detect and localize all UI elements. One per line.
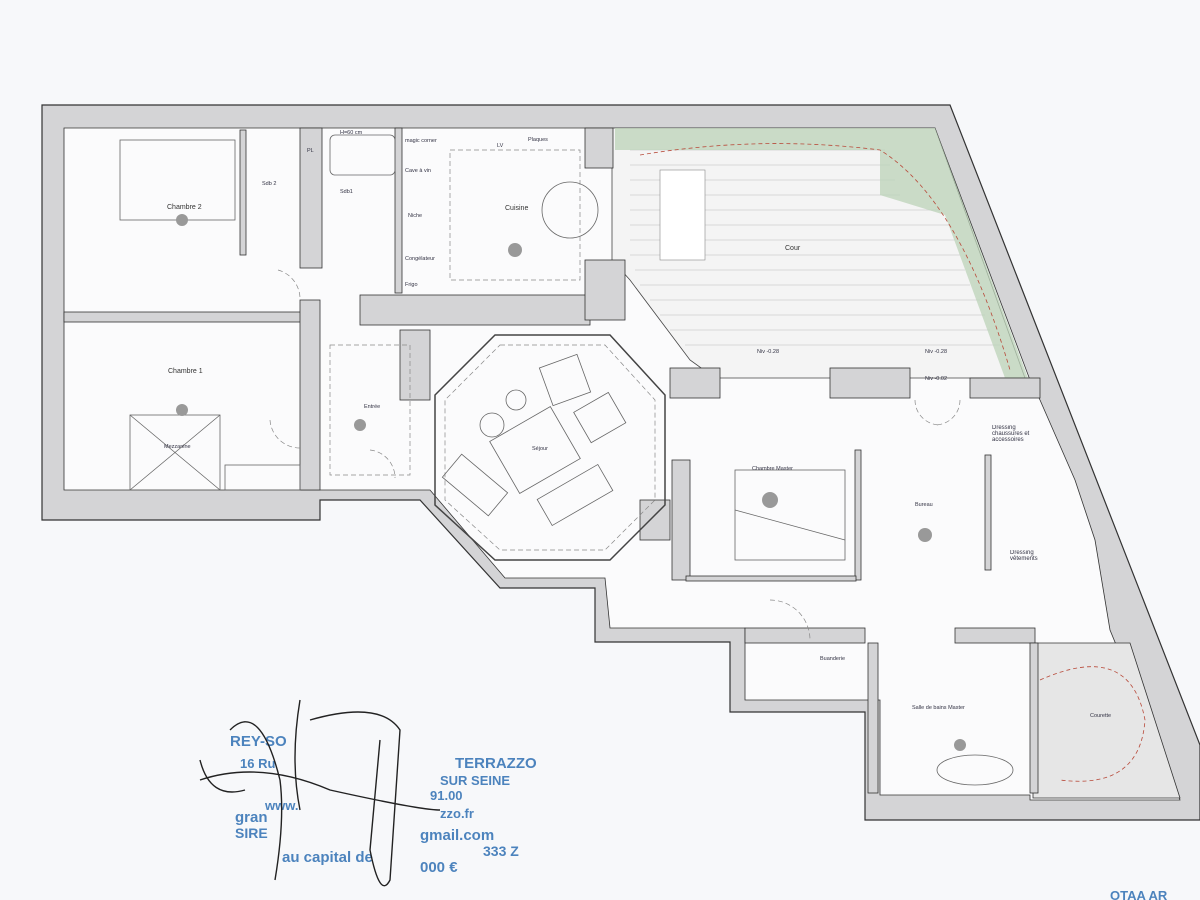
label-sdb-2: Sdb 2 (262, 181, 276, 187)
label-entree: Entrée (364, 404, 380, 410)
cour-courtyard (611, 127, 1028, 379)
label-cuisine: Cuisine (505, 205, 528, 212)
stamp-line-5: gran (235, 809, 268, 826)
stamp-line-4b: zzo.fr (440, 806, 474, 821)
sejour-furniture (441, 353, 627, 527)
company-stamp: REY-SO TERRAZZO 16 Ru SUR SEINE 91.00 ww… (230, 733, 537, 876)
label-salle-de-bains-master: Salle de bains Master (912, 705, 965, 711)
stamp-line-7: au capital de (282, 849, 373, 866)
stamp-line-6b: 333 Z (483, 843, 519, 859)
stamp-line-1b: TERRAZZO (455, 755, 537, 772)
label-sdb-1: Sdb1 (340, 189, 353, 195)
label-magic-corner: magic corner (405, 138, 437, 144)
label-frigo: Frigo (405, 282, 418, 288)
interior-walls (63, 127, 1041, 794)
sejour-octagon (434, 334, 666, 561)
label-mezzanine: Mezzanine (164, 444, 191, 450)
stamp-line-7b: 000 € (420, 859, 458, 876)
label-cave-a-vin: Cave à vin (405, 168, 431, 174)
stamp-line-3: 91.00 (430, 788, 463, 803)
label-plaques: Plaques (528, 137, 548, 143)
label-buanderie: Buanderie (820, 656, 845, 662)
swing-doors (269, 269, 961, 641)
label-sejour: Séjour (532, 446, 548, 452)
label-niche: Niche (408, 213, 422, 219)
stamp-line-2b: SUR SEINE (440, 773, 510, 788)
label-congelateur: Congélateur (405, 256, 435, 262)
stamp-line-2: 16 Ru (240, 756, 275, 771)
fixtures (119, 134, 1014, 786)
room-labels: Chambre 2 Sdb 2 Sdb1 H=60 cm magic corne… (164, 130, 1111, 719)
footer-fragment: OTAA AR (1110, 888, 1168, 900)
label-niv-3: Niv -0.02 (925, 376, 947, 382)
label-courette: Courette (1090, 713, 1111, 719)
label-chambre-2: Chambre 2 (167, 204, 202, 211)
label-bureau: Bureau (915, 502, 933, 508)
stamp-line-1: REY-SO (230, 733, 287, 750)
label-niv-2: Niv -0.28 (925, 349, 947, 355)
label-bath-height: H=60 cm (340, 130, 363, 136)
stamp-line-6: SIRE (235, 825, 268, 841)
ceiling-lights (176, 214, 966, 751)
label-dressing-vetements: Dressing vêtements (1010, 550, 1038, 562)
label-dressing-chaussures: Dressing chaussures et accessoires (992, 425, 1030, 443)
stamp-line-5b: gmail.com (420, 827, 494, 844)
label-chambre-1: Chambre 1 (168, 368, 203, 375)
label-lv: LV (497, 143, 504, 149)
label-cour: Cour (785, 245, 801, 252)
signature (199, 699, 441, 887)
label-niv-1: Niv -0.28 (757, 349, 779, 355)
label-pl: PL (307, 148, 314, 154)
label-chambre-master: Chambre Master (752, 466, 793, 472)
